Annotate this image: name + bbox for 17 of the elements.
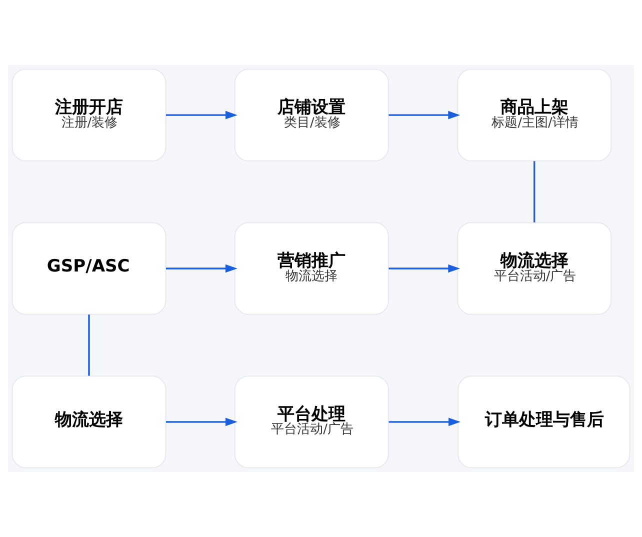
node-box: 平台处理 平台活动/广告 xyxy=(234,376,389,468)
connector xyxy=(534,161,536,222)
node-box: 订单处理与售后 xyxy=(458,376,630,468)
node-box: 营销推广 物流选择 xyxy=(234,222,389,315)
node-box: 物流选择 xyxy=(12,376,166,468)
arrow xyxy=(388,264,460,273)
node-box: 物流选择 平台活动/广告 xyxy=(457,222,612,315)
node-box: GSP/ASC xyxy=(12,222,166,315)
arrow xyxy=(388,418,460,426)
node-box: 商品上架 标题/主图/详情 xyxy=(457,68,612,162)
node-box: 注册开店 注册/装修 xyxy=(12,68,166,162)
connector xyxy=(88,314,90,376)
arrow xyxy=(166,418,238,426)
arrow xyxy=(166,110,238,120)
arrow xyxy=(388,110,460,120)
arrow xyxy=(166,264,238,273)
node-box: 店铺设置 类目/装修 xyxy=(234,68,389,162)
